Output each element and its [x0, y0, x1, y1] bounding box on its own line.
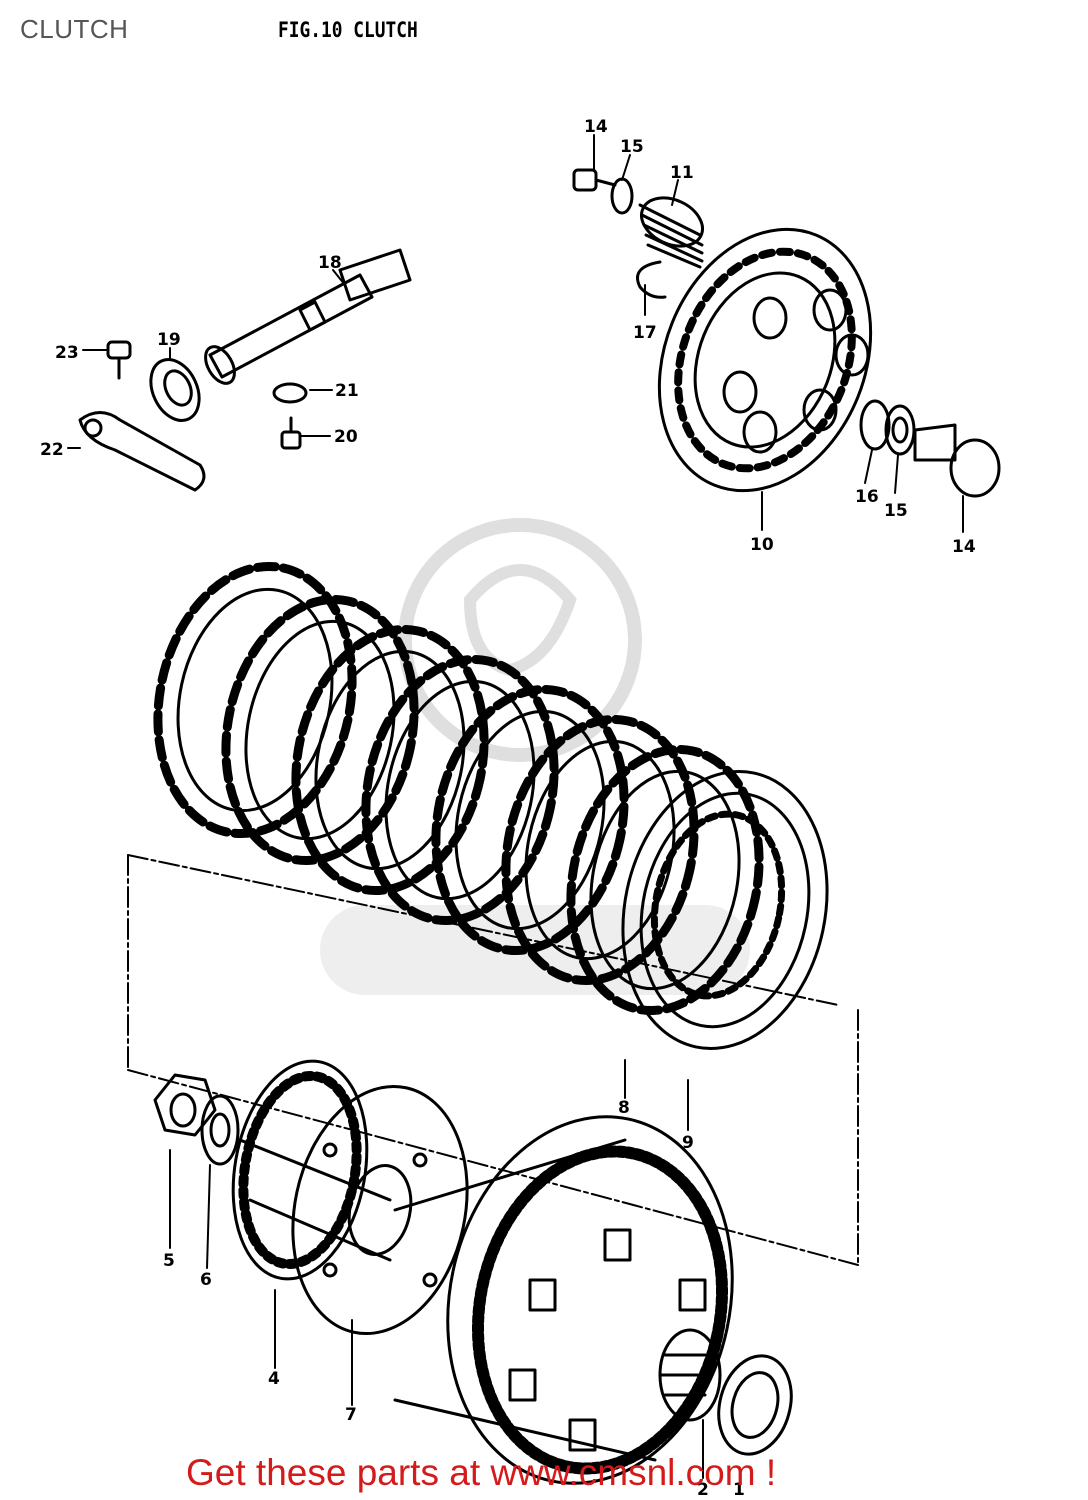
callout-23: 23 [55, 343, 79, 363]
screw-23 [106, 340, 132, 380]
bearing-16-15 [859, 399, 916, 456]
callout-9: 9 [682, 1133, 694, 1153]
leader-lines [67, 134, 964, 1479]
callout-18: 18 [318, 253, 342, 273]
washer-21 [272, 382, 308, 404]
pressure-disc-7 [291, 1084, 469, 1336]
callout-4: 4 [268, 1369, 280, 1389]
callout-21: 21 [335, 381, 359, 401]
callout-7: 7 [345, 1405, 357, 1425]
release-arm-22 [78, 411, 206, 492]
callout-17: 17 [633, 323, 657, 343]
pressure-plate [657, 227, 873, 493]
figure-title: FIG.10 CLUTCH [278, 18, 418, 42]
needle-bearing-2 [658, 1328, 722, 1422]
drive-plate-9 [621, 769, 829, 1051]
callout-1: 1 [733, 1480, 745, 1500]
callout-10: 10 [750, 535, 774, 555]
thrust-washer [717, 1354, 793, 1456]
callout-16: 16 [855, 487, 879, 507]
callout-11: 11 [670, 163, 694, 183]
callout-20: 20 [334, 427, 358, 447]
callout-8: 8 [618, 1098, 630, 1118]
washer-6 [200, 1094, 240, 1166]
promo-link[interactable]: Get these parts at www.cmsnl.com ! [186, 1452, 777, 1493]
callout-labels: 14 15 11 17 10 16 15 14 18 19 23 21 20 2… [40, 117, 976, 1500]
washer-13 [610, 177, 634, 215]
circlip-17 [636, 260, 667, 299]
clutch-housing-1 [393, 1115, 734, 1485]
callout-12: 14 [584, 117, 608, 137]
callout-22: 22 [40, 440, 64, 460]
callout-2: 2 [697, 1480, 709, 1500]
plate-set-bracket [127, 854, 859, 1266]
clutch-plates-stack [153, 561, 764, 1016]
callout-5: 5 [163, 1251, 175, 1271]
callout-6: 6 [200, 1270, 212, 1290]
callout-13: 15 [620, 137, 644, 157]
callout-15: 15 [884, 501, 908, 521]
bolt-20 [280, 416, 302, 450]
release-shaft-18 [204, 248, 412, 385]
callout-14: 14 [952, 537, 976, 557]
clutch-sleeve-hub-4 [231, 1059, 392, 1281]
nut-5 [153, 1073, 217, 1137]
clutch-spring-11 [638, 196, 704, 269]
push-piece-14 [913, 423, 1001, 498]
callout-19: 19 [157, 330, 181, 350]
spring-bolt-12 [572, 168, 617, 192]
oil-seal-19 [149, 358, 201, 422]
page-heading: CLUTCH [20, 14, 129, 44]
